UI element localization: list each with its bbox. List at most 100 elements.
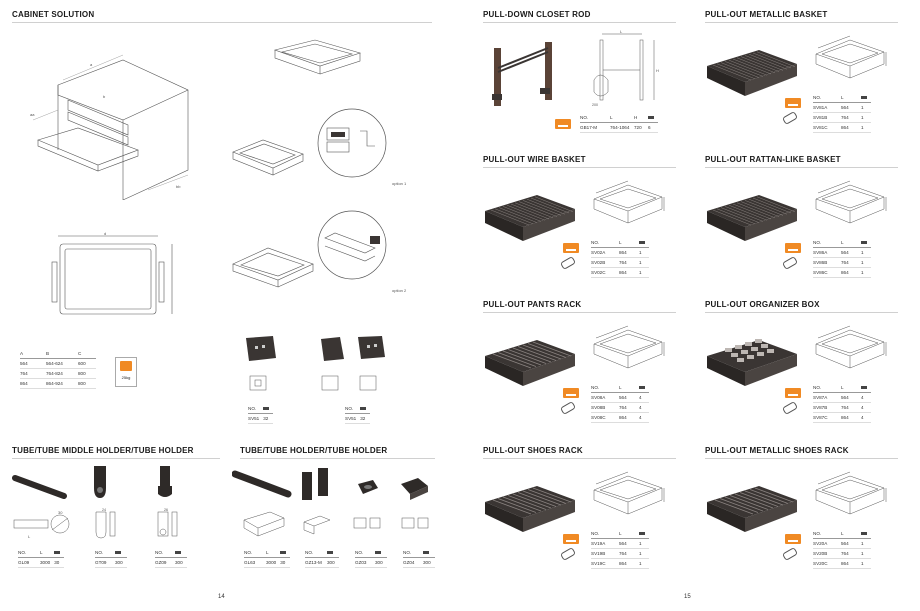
clip-part-photo xyxy=(321,336,385,361)
section-title: PULL-OUT METALLIC SHOES RACK xyxy=(705,446,849,455)
dim-aa: aa xyxy=(30,112,35,117)
divider xyxy=(240,458,435,459)
divider xyxy=(705,458,898,459)
product-drawing xyxy=(810,32,890,97)
product-drawing xyxy=(588,322,668,387)
runner-icon xyxy=(559,256,577,270)
metal-icon xyxy=(175,551,181,555)
soft-close-badge xyxy=(563,243,579,253)
section-title: PULL-OUT WIRE BASKET xyxy=(483,155,586,164)
soft-close-badge xyxy=(785,534,801,544)
product-photo xyxy=(701,328,801,403)
metal-icon xyxy=(327,551,333,555)
bracket-part-drawing xyxy=(249,375,267,391)
svg-text:L: L xyxy=(620,30,623,34)
section-title-tube-1: TUBE/TUBE MIDDLE HOLDER/TUBE HOLDER xyxy=(12,446,194,455)
table-row: 764 764-824 800 xyxy=(20,368,96,379)
dim-bb: bb xyxy=(176,184,181,189)
table-row: 864 864-924 800 xyxy=(20,378,96,389)
product-photo xyxy=(701,38,801,113)
runner-icon xyxy=(781,547,799,561)
oval-tube-holder-photo xyxy=(302,468,328,500)
product-drawing xyxy=(810,322,890,387)
metal-icon xyxy=(54,551,61,555)
col-a: A xyxy=(20,349,46,359)
divider xyxy=(12,22,432,23)
dim-a: a xyxy=(90,62,93,67)
svg-text:200: 200 xyxy=(592,103,598,107)
svg-text:24: 24 xyxy=(102,508,106,512)
page-number-right: 15 xyxy=(684,594,691,600)
metal-icon xyxy=(639,532,645,536)
svg-text:26: 26 xyxy=(164,508,168,512)
closet-rod-table: NO. L H GB17-M 764-1064 720 6 xyxy=(580,113,658,133)
divider xyxy=(705,167,898,168)
oval-tube-drawing xyxy=(243,511,285,537)
dim-d: d xyxy=(104,232,106,236)
runner-icon xyxy=(781,256,799,270)
tube-middle-holder-drawing: 24 xyxy=(95,508,116,539)
product-photo xyxy=(479,328,579,403)
table-row: GB17-M 764-1064 720 6 xyxy=(580,122,658,133)
product-drawing xyxy=(810,177,890,242)
metal-icon xyxy=(861,241,867,245)
runner-icon xyxy=(559,547,577,561)
closet-rod-photo xyxy=(492,42,552,106)
tube-holder-photo xyxy=(158,466,172,497)
metal-icon xyxy=(639,386,645,390)
divider xyxy=(483,22,676,23)
tube-holder-drawing: 26 xyxy=(157,508,178,537)
product-drawing xyxy=(588,468,668,533)
soft-close-badge xyxy=(563,388,579,398)
divider xyxy=(483,312,676,313)
col-b: B xyxy=(46,349,78,359)
metal-icon xyxy=(423,551,429,555)
col-c: C xyxy=(78,349,96,359)
metal-icon xyxy=(861,386,867,390)
detail-circle-2 xyxy=(317,210,387,280)
oval-end-cap-photo xyxy=(358,480,378,494)
divider xyxy=(483,167,676,168)
oval-tube-holder-drawing xyxy=(303,515,331,535)
product-photo xyxy=(701,183,801,258)
drawer-iso-3 xyxy=(232,247,314,288)
section-title: PULL-OUT RATTAN-LIKE BASKET xyxy=(705,155,841,164)
detail-circle-1 xyxy=(317,108,387,178)
dim-30: 30 xyxy=(58,510,63,515)
oval-bracket-drawing xyxy=(401,517,429,529)
runner-icon xyxy=(781,111,799,125)
option-2-label: option 2 xyxy=(392,288,407,293)
drawer-iso-2 xyxy=(232,139,304,176)
cabinet-drawing: a aa bb b xyxy=(30,54,189,200)
soft-close-badge xyxy=(785,388,801,398)
product-drawing xyxy=(810,468,890,533)
